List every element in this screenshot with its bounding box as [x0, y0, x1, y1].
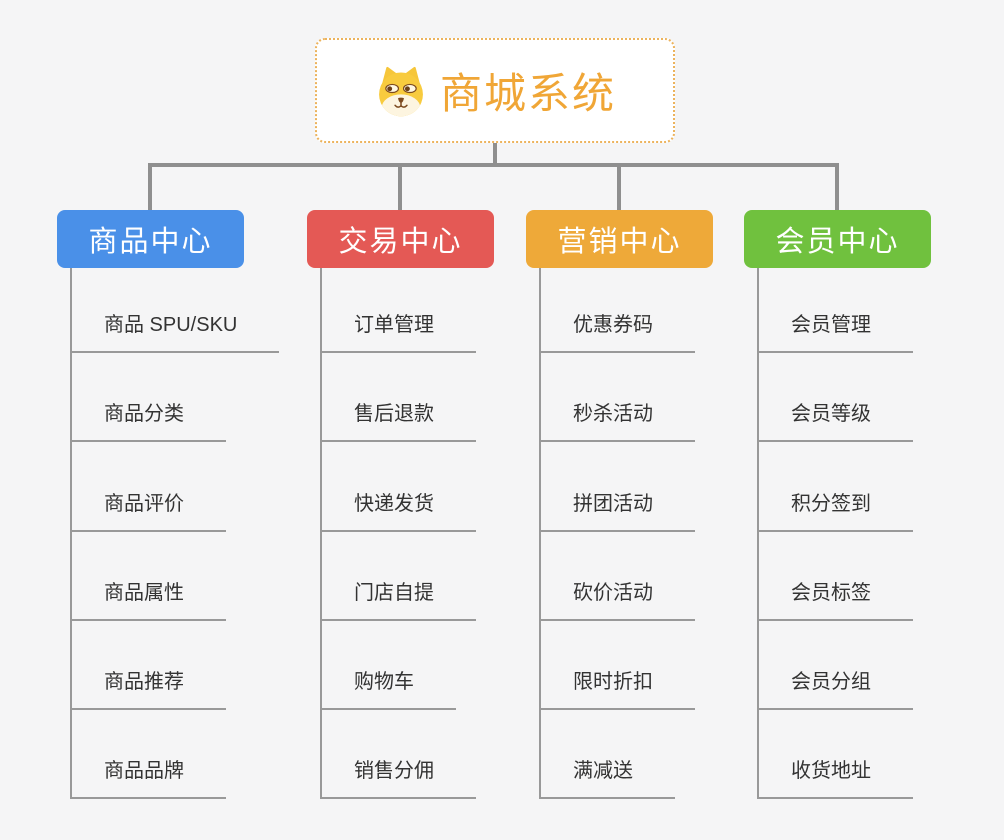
- leaf-node-product-recommend[interactable]: 商品推荐: [70, 670, 226, 710]
- connector-drop-branch-2: [398, 163, 402, 210]
- leaf-node-store-pickup[interactable]: 门店自提: [320, 581, 476, 621]
- leaf-node-bargain-activity[interactable]: 砍价活动: [539, 581, 695, 621]
- branch-label: 会员中心: [775, 226, 900, 258]
- connector-root-stem: [493, 141, 497, 165]
- branch-node-trade-center[interactable]: 交易中心: [307, 210, 494, 268]
- root-node-mall-system[interactable]: 商城系统: [315, 38, 675, 143]
- leaf-node-aftersale-refund[interactable]: 售后退款: [320, 402, 476, 442]
- leaf-node-product-attribute[interactable]: 商品属性: [70, 581, 226, 621]
- leaf-node-product-brand[interactable]: 商品品牌: [70, 759, 226, 799]
- branch-node-marketing-center[interactable]: 营销中心: [526, 210, 713, 268]
- leaf-column-product-center: 商品 SPU/SKU 商品分类 商品评价 商品属性 商品推荐 商品品牌: [70, 268, 305, 799]
- root-node-title: 商城系统: [439, 70, 616, 117]
- branch-node-member-center[interactable]: 会员中心: [744, 210, 931, 268]
- connector-horizontal-bar: [148, 163, 839, 167]
- leaf-node-sales-commission[interactable]: 销售分佣: [320, 759, 476, 799]
- leaf-node-limited-discount[interactable]: 限时折扣: [539, 670, 695, 710]
- leaf-node-points-checkin[interactable]: 积分签到: [757, 492, 913, 532]
- leaf-node-product-category[interactable]: 商品分类: [70, 402, 226, 442]
- branch-label: 商品中心: [88, 226, 213, 258]
- leaf-node-product-spu-sku[interactable]: 商品 SPU/SKU: [70, 313, 280, 353]
- leaf-node-shipping-address[interactable]: 收货地址: [757, 759, 913, 799]
- leaf-node-member-management[interactable]: 会员管理: [757, 313, 913, 353]
- leaf-node-member-level[interactable]: 会员等级: [757, 402, 913, 442]
- branch-label: 营销中心: [557, 226, 682, 258]
- leaf-node-full-reduction[interactable]: 满减送: [539, 759, 675, 799]
- leaf-node-product-review[interactable]: 商品评价: [70, 492, 226, 532]
- leaf-node-shopping-cart[interactable]: 购物车: [320, 670, 456, 710]
- branch-node-product-center[interactable]: 商品中心: [57, 210, 244, 268]
- leaf-column-member-center: 会员管理 会员等级 积分签到 会员标签 会员分组 收货地址: [757, 268, 992, 799]
- shiba-dog-icon: [379, 66, 423, 116]
- connector-drop-branch-1: [148, 163, 152, 210]
- leaf-node-coupon-code[interactable]: 优惠券码: [539, 313, 695, 353]
- leaf-node-order-management[interactable]: 订单管理: [320, 313, 476, 353]
- leaf-node-group-buy[interactable]: 拼团活动: [539, 492, 695, 532]
- leaf-column-marketing-center: 优惠券码 秒杀活动 拼团活动 砍价活动 限时折扣 满减送: [539, 268, 774, 799]
- connector-drop-branch-4: [835, 163, 839, 210]
- leaf-node-member-group[interactable]: 会员分组: [757, 670, 913, 710]
- leaf-node-express-delivery[interactable]: 快递发货: [320, 492, 476, 532]
- connector-drop-branch-3: [617, 163, 621, 210]
- leaf-node-member-tag[interactable]: 会员标签: [757, 581, 913, 621]
- branch-label: 交易中心: [338, 226, 463, 258]
- leaf-node-flash-sale[interactable]: 秒杀活动: [539, 402, 695, 442]
- leaf-column-trade-center: 订单管理 售后退款 快递发货 门店自提 购物车 销售分佣: [320, 268, 555, 799]
